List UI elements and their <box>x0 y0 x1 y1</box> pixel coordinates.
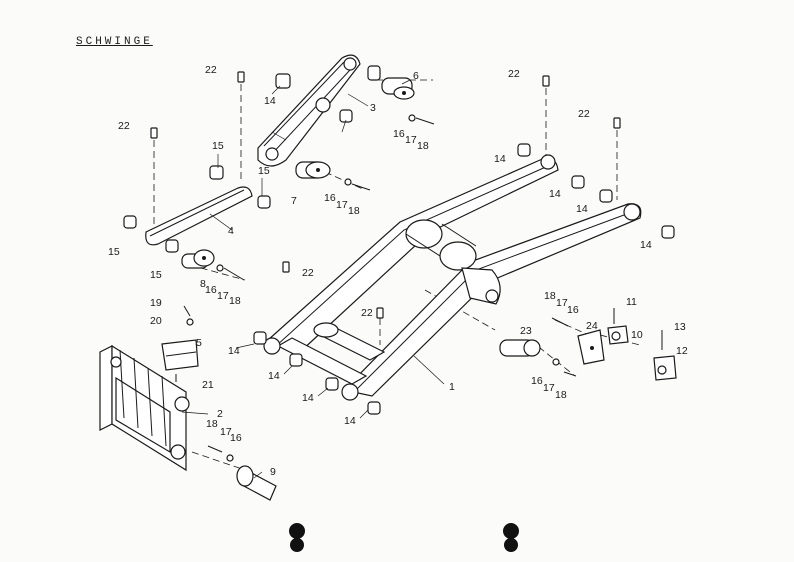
label-21: 21 <box>202 379 214 391</box>
bolts <box>207 114 663 462</box>
label-22: 22 <box>205 64 217 76</box>
label-18: 18 <box>229 295 241 307</box>
label-17: 17 <box>217 290 229 302</box>
label-14: 14 <box>549 188 561 200</box>
part-2-base-frame <box>99 344 190 472</box>
label-16: 16 <box>230 432 242 444</box>
label-22: 22 <box>302 267 314 279</box>
label-17: 17 <box>336 199 348 211</box>
label-4: 4 <box>228 225 234 237</box>
label-2: 2 <box>217 408 223 420</box>
label-14: 14 <box>264 95 276 107</box>
label-11: 11 <box>626 296 637 308</box>
label-16: 16 <box>393 128 405 140</box>
label-18: 18 <box>348 205 360 217</box>
label-19: 19 <box>150 297 162 309</box>
grease-nipples <box>150 71 621 319</box>
label-23: 23 <box>520 325 532 337</box>
label-18: 18 <box>206 418 218 430</box>
label-14: 14 <box>640 239 652 251</box>
label-18: 18 <box>544 290 556 302</box>
label-15: 15 <box>150 269 162 281</box>
label-16: 16 <box>205 284 217 296</box>
label-17: 17 <box>405 134 417 146</box>
label-16: 16 <box>531 375 543 387</box>
label-1: 1 <box>449 381 455 393</box>
label-20: 20 <box>150 315 162 327</box>
label-16: 16 <box>324 192 336 204</box>
label-5: 5 <box>196 337 202 349</box>
label-7: 7 <box>291 195 297 207</box>
label-15: 15 <box>212 140 224 152</box>
label-14: 14 <box>228 345 240 357</box>
label-6: 6 <box>413 70 419 82</box>
page-title: SCHWINGE <box>76 36 153 48</box>
label-3: 3 <box>370 102 376 114</box>
part-labels: 22 14 6 3 16 17 18 22 15 15 7 16 17 18 4… <box>108 64 688 478</box>
label-22: 22 <box>361 307 373 319</box>
label-12: 12 <box>676 345 688 357</box>
part-5-bracket <box>161 339 199 371</box>
label-14: 14 <box>302 392 314 404</box>
leader-lines <box>181 79 445 479</box>
label-14: 14 <box>268 370 280 382</box>
label-8: 8 <box>200 278 206 290</box>
label-17: 17 <box>543 382 555 394</box>
binder-holes <box>289 523 519 552</box>
part-7-pin <box>295 161 331 179</box>
label-24: 24 <box>586 320 598 332</box>
part-10-clamp <box>607 325 629 345</box>
part-4-link <box>123 165 271 253</box>
label-17: 17 <box>556 297 568 309</box>
part-6-pin <box>381 77 415 100</box>
label-22: 22 <box>578 108 590 120</box>
part-3-link-plate <box>257 54 381 167</box>
part-1-swing-frame <box>253 143 675 415</box>
part-23-pin <box>499 339 541 357</box>
label-15: 15 <box>108 246 120 258</box>
part-8-pin <box>181 249 215 269</box>
label-18: 18 <box>555 389 567 401</box>
label-16: 16 <box>567 304 579 316</box>
label-22: 22 <box>508 68 520 80</box>
label-14: 14 <box>494 153 506 165</box>
label-10: 10 <box>631 329 643 341</box>
part-24-plate <box>577 329 605 365</box>
label-14: 14 <box>576 203 588 215</box>
part-12-clamp <box>653 355 677 381</box>
label-14: 14 <box>344 415 356 427</box>
label-9: 9 <box>270 466 276 478</box>
part-9-pin <box>236 465 277 501</box>
label-17: 17 <box>220 426 232 438</box>
label-15: 15 <box>258 165 270 177</box>
label-22: 22 <box>118 120 130 132</box>
parts-19-20-21 <box>175 305 194 382</box>
label-18: 18 <box>417 140 429 152</box>
label-13: 13 <box>674 321 686 333</box>
